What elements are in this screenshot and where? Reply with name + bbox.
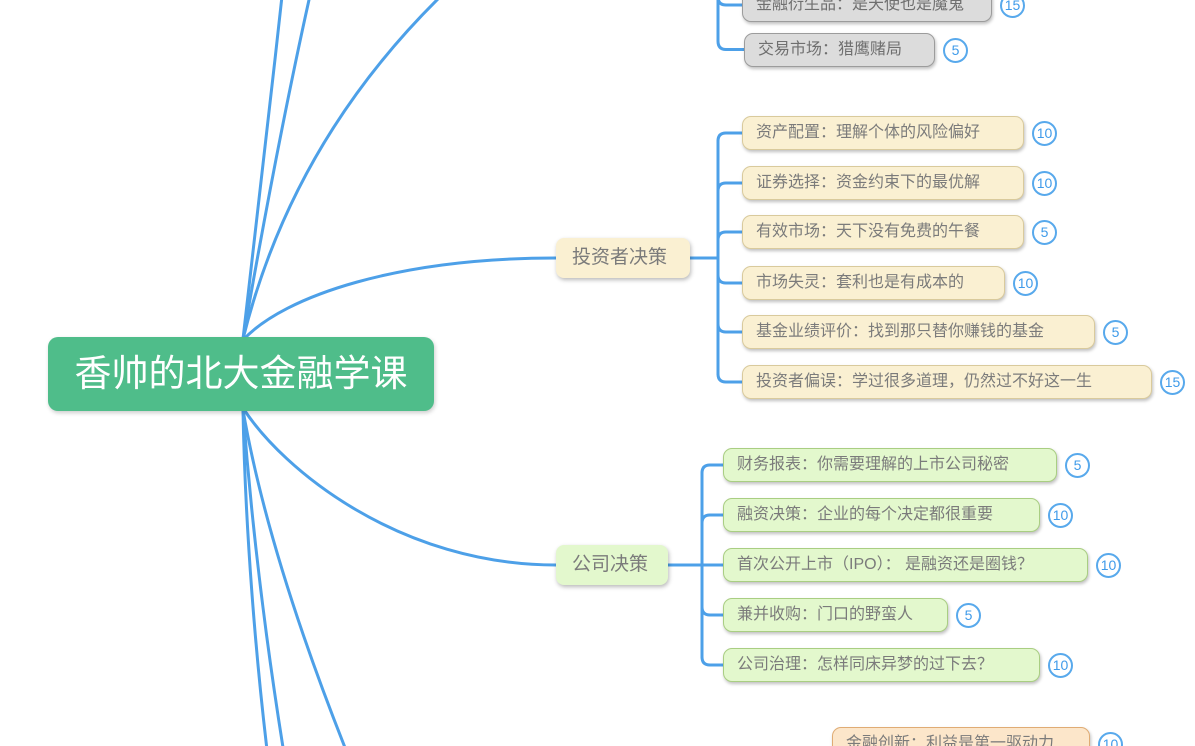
topic-node-ipo[interactable]: 首次公开上市（IPO）： 是融资还是圈钱？ (723, 548, 1088, 582)
topic-row: 资产配置：理解个体的风险偏好 10 (742, 116, 1057, 150)
topic-node-investor-bias[interactable]: 投资者偏误：学过很多道理，仍然过不好这一生 (742, 365, 1152, 399)
topic-node-corporate-governance[interactable]: 公司治理：怎样同床异梦的过下去？ (723, 648, 1040, 682)
root-node[interactable]: 香帅的北大金融学课 (48, 337, 434, 411)
branch-row: 公司决策 (556, 545, 668, 585)
topic-row: 证券选择：资金约束下的最优解 10 (742, 166, 1057, 200)
topic-node-fund-performance[interactable]: 基金业绩评价：找到那只替你赚钱的基金 (742, 315, 1095, 349)
count-badge: 5 (1032, 219, 1057, 245)
count-badge: 10 (1048, 652, 1073, 678)
count-badge: 15 (1000, 0, 1025, 18)
connector-curve (241, 408, 346, 746)
connector-elbow (716, 0, 744, 7)
topic-node-financial-statements[interactable]: 财务报表：你需要理解的上市公司秘密 (723, 448, 1057, 482)
topic-node-trading-market[interactable]: 交易市场：猎鹰赌局 (744, 33, 935, 67)
connector-elbow (716, 131, 744, 143)
topic-row: 财务报表：你需要理解的上市公司秘密 5 (723, 448, 1090, 482)
topic-row: 有效市场：天下没有免费的午餐 5 (742, 215, 1057, 249)
connector-curve (241, 0, 311, 341)
topic-node-financing-decisions[interactable]: 融资决策：企业的每个决定都很重要 (723, 498, 1040, 532)
connector-trunk (716, 0, 746, 51)
connector-elbow (700, 513, 725, 525)
connector-elbow (716, 273, 744, 285)
topic-node-asset-allocation[interactable]: 资产配置：理解个体的风险偏好 (742, 116, 1024, 150)
count-badge: 10 (1032, 170, 1057, 196)
topic-row: 金融衍生品：是天使也是魔鬼 15 (742, 0, 1025, 22)
connector-elbow (716, 372, 744, 384)
topic-node-derivatives[interactable]: 金融衍生品：是天使也是魔鬼 (742, 0, 992, 22)
topic-row: 首次公开上市（IPO）： 是融资还是圈钱？ 10 (723, 548, 1121, 582)
branch-row: 投资者决策 (556, 238, 690, 278)
topic-node-efficient-market[interactable]: 有效市场：天下没有免费的午餐 (742, 215, 1024, 249)
connector-curve (241, 408, 285, 746)
topic-row: 公司治理：怎样同床异梦的过下去？ 10 (723, 648, 1073, 682)
topic-node-market-failure[interactable]: 市场失灵：套利也是有成本的 (742, 266, 1005, 300)
topic-row: 交易市场：猎鹰赌局 5 (744, 33, 968, 67)
count-badge: 10 (1032, 120, 1057, 146)
branch-node-investor-decisions[interactable]: 投资者决策 (556, 238, 690, 278)
connector-elbow (700, 655, 725, 667)
connector-elbow (716, 181, 744, 193)
connector-curve (241, 256, 558, 342)
connector-elbow (716, 322, 744, 334)
topic-row: 市场失灵：套利也是有成本的 10 (742, 266, 1038, 300)
topic-node-financial-innovation[interactable]: 金融创新：利益是第一驱动力 (832, 727, 1090, 746)
connector-curve (241, 0, 284, 341)
count-badge: 10 (1048, 502, 1073, 528)
count-badge: 5 (1065, 452, 1090, 478)
topic-node-mergers-acquisitions[interactable]: 兼并收购：门口的野蛮人 (723, 598, 948, 632)
count-badge: 10 (1098, 731, 1123, 746)
branch-node-company-decisions[interactable]: 公司决策 (556, 545, 668, 585)
count-badge: 5 (956, 602, 981, 628)
topic-row: 投资者偏误：学过很多道理，仍然过不好这一生 15 (742, 365, 1185, 399)
topic-row: 融资决策：企业的每个决定都很重要 10 (723, 498, 1073, 532)
count-badge: 10 (1096, 552, 1121, 578)
connector-curve (241, 0, 440, 341)
connector-curve (241, 408, 269, 746)
topic-row: 金融创新：利益是第一驱动力 10 (832, 727, 1123, 746)
connector-elbow (700, 463, 725, 475)
topic-row: 兼并收购：门口的野蛮人 5 (723, 598, 981, 632)
count-badge: 5 (1103, 319, 1128, 345)
connector-elbow (700, 605, 725, 617)
count-badge: 15 (1160, 369, 1185, 395)
topic-row: 基金业绩评价：找到那只替你赚钱的基金 5 (742, 315, 1128, 349)
count-badge: 5 (943, 37, 968, 63)
topic-node-security-selection[interactable]: 证券选择：资金约束下的最优解 (742, 166, 1024, 200)
connector-elbow (716, 230, 744, 242)
count-badge: 10 (1013, 270, 1038, 296)
connector-curve (241, 406, 558, 567)
